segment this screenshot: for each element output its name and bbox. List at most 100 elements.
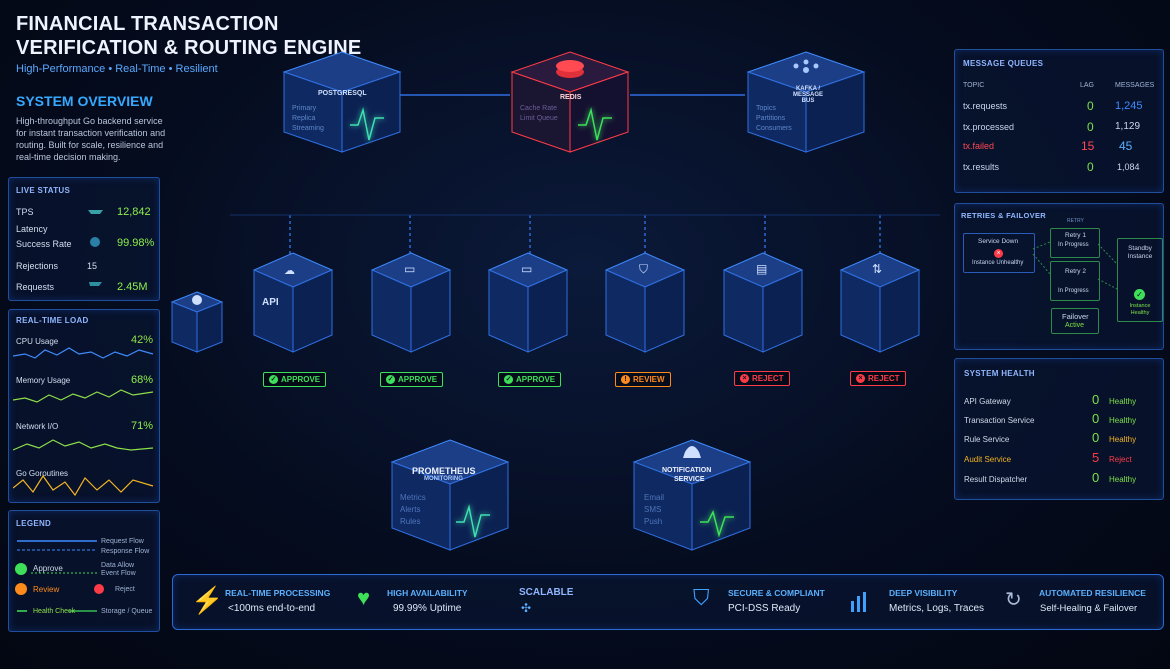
retry2-text: Retry 2: [1065, 268, 1086, 275]
standby-text: Standby Instance: [1127, 245, 1153, 260]
badge-label: REJECT: [868, 374, 900, 383]
feature-value: Self-Healing & Failover: [1040, 603, 1138, 614]
kafka-label: KAFKA / MESSAGE BUS: [792, 86, 823, 104]
load-sparklines: [13, 347, 154, 497]
cloud-icon: ☁: [284, 265, 295, 277]
card-icon: ▭: [404, 262, 416, 276]
health-label: Rule Service: [964, 435, 1010, 444]
feature-label: SECURE & COMPLIANT: [728, 588, 825, 598]
status-value: 2.45M: [117, 281, 148, 293]
shield-check-icon: ⛉: [693, 585, 710, 610]
title-line-2: VERIFICATION & ROUTING ENGINE: [16, 37, 362, 59]
features-bar: ⚡ REAL-TIME PROCESSING <100ms end-to-end…: [172, 574, 1164, 630]
title-line-1: FINANCIAL TRANSACTION: [16, 13, 279, 35]
legend-swatches: [15, 540, 104, 612]
load-value: 42%: [131, 334, 154, 346]
health-count: 0: [1092, 392, 1100, 407]
legend-panel: LEGEND Request Flow Response Flow Approv…: [8, 510, 160, 632]
badge-label: APPROVE: [516, 375, 556, 384]
redis-node: [510, 51, 630, 153]
badge-label: APPROVE: [281, 375, 321, 384]
mq-messages: 1,084: [1117, 162, 1140, 172]
notification-desc: Email SMS Push: [644, 493, 665, 526]
mq-messages: 45: [1119, 139, 1133, 153]
status-label: Requests: [16, 282, 55, 292]
feature-value: <100ms end-to-end: [228, 603, 316, 614]
shield-alert-icon: ⛉: [639, 262, 649, 276]
health-count: 0: [1092, 470, 1100, 485]
status-value: 15: [87, 261, 98, 271]
check-icon: ✓: [269, 375, 278, 384]
retry-label: RETRY: [1067, 218, 1084, 224]
service-down-text: Service Down: [978, 238, 1019, 245]
failover-status: Active: [1065, 322, 1085, 329]
failover-arrows: [1032, 241, 1118, 290]
legend-item: Approve: [33, 564, 63, 573]
legend-item: Data Allow Event Flow: [101, 562, 136, 577]
live-status-panel: LIVE STATUS TPS 12,842 Latency Success R…: [8, 177, 160, 301]
legend-item: Storage / Queue: [101, 608, 153, 615]
legend-item: Request Flow: [101, 538, 144, 545]
retry1-box: Retry 1 In Progress: [1050, 228, 1100, 258]
check-icon: ✓: [386, 375, 395, 384]
lightning-icon: ⚡: [191, 585, 224, 615]
health-status: Reject: [1109, 455, 1132, 464]
standby-box: Standby Instance ✓ Instance Healthy: [1117, 238, 1163, 322]
check-icon: ✓: [1134, 289, 1145, 300]
status-label: Success Rate: [16, 239, 72, 249]
mq-topic: tx.results: [963, 162, 1000, 172]
prometheus-desc: Metrics Alerts Rules: [400, 493, 426, 526]
health-count: 5: [1092, 450, 1100, 465]
legend-item: Health Check: [33, 608, 76, 615]
refresh-icon: ↻: [1005, 589, 1022, 611]
review-badge: !REVIEW: [615, 372, 671, 387]
status-label: Rejections: [16, 261, 59, 271]
validation-node: [370, 252, 452, 353]
retry1-status: In Progress: [1058, 242, 1089, 248]
mq-lag: 0: [1087, 160, 1094, 174]
failover-box: Failover Active: [1051, 308, 1099, 334]
mq-col-header: LAG: [1080, 82, 1095, 89]
retries-heading: RETRIES & FAILOVER: [961, 211, 1046, 220]
api-icon: API: [262, 297, 279, 308]
client-node: [170, 291, 224, 353]
load-label: CPU Usage: [16, 337, 59, 346]
mq-col-header: TOPIC: [963, 82, 985, 89]
realtime-load-panel: REAL-TIME LOAD CPU Usage 42% Memory Usag…: [8, 309, 160, 503]
prometheus-label: PROMETHEUS: [412, 466, 476, 476]
mq-heading: MESSAGE QUEUES: [963, 59, 1044, 68]
retry2-box: Retry 2 In Progress: [1050, 261, 1100, 301]
redis-label: REDIS: [560, 94, 582, 101]
retries-panel: RETRIES & FAILOVER RETRY Service Down × …: [954, 203, 1164, 350]
message-icon: ▤: [756, 262, 768, 276]
approve-badge: ✓APPROVE: [498, 372, 562, 387]
kafka-node: [746, 51, 866, 153]
failover-text: Failover: [1062, 312, 1089, 321]
mq-topic: tx.processed: [963, 122, 1015, 132]
feature-value: Metrics, Logs, Traces: [889, 603, 985, 614]
system-health-panel: SYSTEM HEALTH API Gateway 0 Healthy Tran…: [954, 358, 1164, 500]
feature-label: SCALABLE: [519, 587, 574, 598]
badge-label: REVIEW: [633, 375, 665, 384]
status-label: TPS: [16, 207, 34, 217]
feature-label: HIGH AVAILABILITY: [387, 588, 468, 598]
clock-icon: !: [621, 375, 630, 384]
bar-chart-icon: [851, 592, 866, 612]
x-icon: ×: [994, 249, 1003, 258]
rule-engine-node: [722, 252, 804, 353]
realtime-load-heading: REAL-TIME LOAD: [16, 316, 89, 325]
postgres-label: POSTGRESQL: [318, 90, 367, 97]
legend-heading: LEGEND: [16, 519, 52, 528]
health-label: Audit Service: [964, 455, 1012, 464]
id-card-icon: ▭: [521, 262, 533, 276]
mq-lag: 0: [1087, 120, 1094, 134]
scale-icon: ✣: [521, 601, 532, 615]
page-subtitle: High-Performance • Real-Time • Resilient: [16, 63, 218, 75]
health-status: Healthy: [1109, 475, 1137, 484]
x-icon: ×: [740, 374, 749, 383]
retry2-status: In Progress: [1058, 288, 1089, 294]
notification-sub: SERVICE: [674, 476, 705, 483]
feature-label: REAL-TIME PROCESSING: [225, 588, 331, 598]
split-arrows-icon: ⇅: [872, 262, 883, 276]
